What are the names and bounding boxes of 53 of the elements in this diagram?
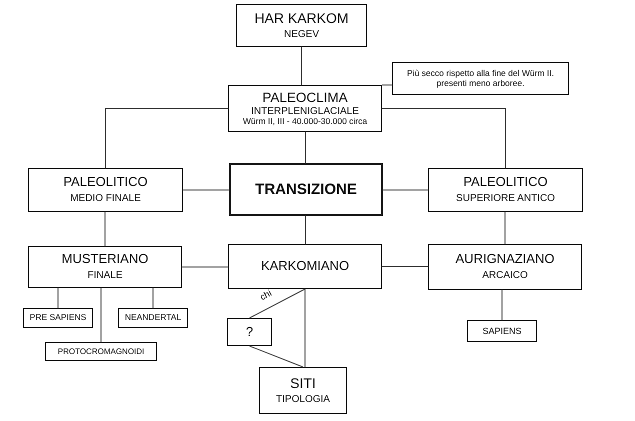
box-subtitle: MEDIO FINALE xyxy=(70,193,141,205)
concept-box xyxy=(227,318,272,346)
box-title: KARKOMIANO xyxy=(260,259,350,274)
connector-line xyxy=(152,288,154,308)
concept-box xyxy=(259,367,347,414)
box-title: PALEOLITICO xyxy=(463,175,548,190)
box-title: Più secco rispetto alla fine del Würm II. presenti meno arboree. xyxy=(406,68,555,88)
connector-line xyxy=(382,266,428,267)
connector-line xyxy=(100,288,102,342)
box-subtitle: Würm II, III - 40.000-30.000 circa xyxy=(242,117,368,127)
box-title: SAPIENS xyxy=(482,326,522,336)
connector-line xyxy=(301,46,302,86)
connector-line xyxy=(504,212,506,244)
concept-box xyxy=(23,308,93,328)
connector-line xyxy=(382,84,392,86)
box-subtitle: FINALE xyxy=(87,270,122,282)
concept-box xyxy=(28,246,182,288)
connector-line xyxy=(105,108,228,168)
connector-line xyxy=(382,108,506,168)
box-subtitle: ARCAICO xyxy=(482,270,528,282)
box-title: HAR KARKOM xyxy=(254,10,349,26)
box-title: SITI xyxy=(290,375,316,392)
box-title: NEANDERTAL xyxy=(124,313,182,323)
concept-box xyxy=(428,244,582,290)
box-title: ? xyxy=(246,324,254,340)
box-subtitle: INTERPLENIGLACIALE xyxy=(251,106,359,118)
concept-box xyxy=(118,308,188,328)
box-title: AURIGNAZIANO xyxy=(456,252,554,268)
note-box xyxy=(392,62,569,95)
concept-box xyxy=(229,163,383,216)
box-subtitle: TIPOLOGIA xyxy=(276,394,330,406)
concept-box xyxy=(228,85,382,132)
box-title: TRANSIZIONE xyxy=(255,180,357,198)
box-title: PALEOLITICO xyxy=(63,175,148,190)
concept-box xyxy=(228,244,382,289)
box-title: MUSTERIANO xyxy=(62,252,148,268)
concept-box xyxy=(467,320,537,342)
connector-line xyxy=(305,132,306,164)
concept-box xyxy=(28,168,183,212)
box-title: PALEOCLIMA xyxy=(262,90,348,106)
connector-line xyxy=(249,288,306,318)
box-title: PROTOCROMAGNOIDI xyxy=(58,346,144,356)
concept-box xyxy=(428,168,583,212)
box-subtitle: SUPERIORE ANTICO xyxy=(456,193,555,205)
box-subtitle: NEGEV xyxy=(284,29,319,41)
connector-line xyxy=(304,288,306,368)
connector-line xyxy=(182,266,228,268)
connector-line xyxy=(305,216,306,244)
concept-box xyxy=(45,342,157,361)
connector-line xyxy=(249,346,304,368)
concept-box xyxy=(236,4,367,47)
box-title: PRE SAPIENS xyxy=(30,313,86,323)
connector-line xyxy=(104,212,106,246)
